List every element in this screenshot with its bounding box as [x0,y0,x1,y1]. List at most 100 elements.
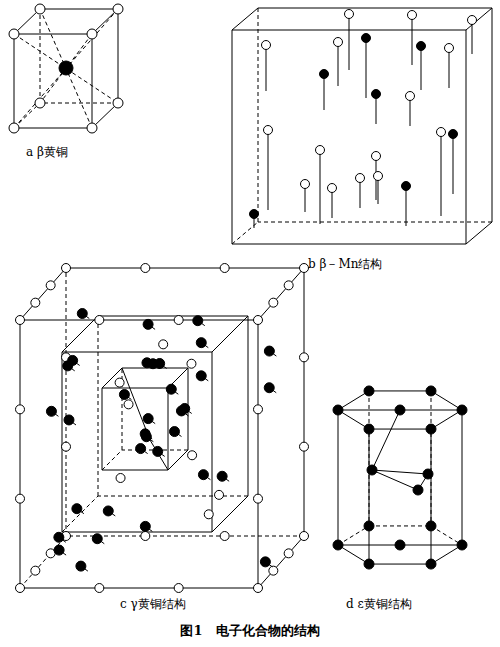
edge-line [20,588,258,589]
white-atom [269,566,278,575]
edge-line [320,150,321,224]
black-atom [54,532,64,542]
white-atom [445,44,454,53]
edge-line [258,8,259,222]
edge-line [62,352,212,353]
black-atom [423,469,433,479]
edge-line [212,352,213,532]
edge-line [98,316,99,496]
black-atom [72,504,82,514]
edge-line [62,352,63,532]
black-atom [193,316,203,326]
edge-line [102,388,168,389]
edge-line [349,14,350,70]
white-atom [115,378,124,387]
edge-line [92,34,93,128]
edge-line [453,134,454,194]
black-atom [140,429,150,439]
white-atom [284,281,293,290]
white-atom [220,264,229,273]
black-atom [417,42,426,51]
edge-line [369,564,431,565]
edge-line [102,470,168,471]
edge-line [14,34,15,128]
black-atom [169,427,179,437]
black-atom [362,34,371,43]
black-atom [46,406,56,416]
edge-line [369,525,431,526]
figure-caption: 图1 电子化合物的结构 [180,624,319,638]
white-atom [46,281,55,290]
white-atom [215,490,224,499]
edge-line [466,30,467,244]
gamma-brass-cell [16,264,309,593]
white-atom [16,405,25,414]
white-atom [300,532,309,541]
black-atom [364,559,374,569]
beta-mn-cell [232,8,492,244]
edge-line [366,38,367,98]
black-atom [426,386,436,396]
white-atom [374,172,383,181]
beta-brass-cell [9,4,123,133]
black-atom [367,465,377,475]
white-atom [159,340,168,349]
white-atom [35,4,45,14]
black-atom [395,540,405,550]
edge-line [20,268,66,320]
white-atom [95,316,104,325]
edge-line [324,74,325,110]
edge-line [304,268,305,536]
black-atom [395,405,405,415]
edge-line [212,316,248,352]
white-atom [187,359,196,368]
epsilon-brass-cell [333,386,467,569]
black-atom [449,130,458,139]
edge-line [466,222,492,244]
white-atom [300,353,309,362]
edge-line [14,34,92,35]
edge-line [232,8,258,30]
edge-line [40,9,118,10]
black-atom [260,557,270,567]
edge-line [40,9,41,103]
edge-line [98,316,248,317]
edge-line [66,268,304,269]
edge-line [472,20,473,54]
edge-line [248,316,249,496]
white-atom [264,126,273,135]
black-atom [333,405,343,415]
white-atom [301,180,310,189]
black-atom [413,485,423,495]
white-atom [437,128,446,137]
edge-line [98,496,248,497]
panel-label: c γ黄铜结构 [120,598,186,611]
black-atom [119,390,129,400]
black-atom [320,70,329,79]
black-atom [148,359,158,369]
edge-line [20,320,258,321]
edge-line [441,132,442,216]
white-atom [16,494,25,503]
edge-line [266,45,267,91]
black-atom [198,470,208,480]
white-atom [220,532,229,541]
edge-line [369,429,431,430]
black-atom [333,540,343,550]
black-atom [426,521,436,531]
white-atom [35,98,45,108]
white-atom [95,584,104,593]
white-atom [124,400,133,409]
white-atom [31,566,40,575]
white-atom [188,451,197,460]
edge-line [258,8,492,9]
edge-line [372,470,418,490]
edge-line [412,15,413,65]
edge-line [258,320,259,588]
edge-line [62,496,98,532]
white-atom [254,494,263,503]
edge-line [66,268,67,536]
white-atom [113,4,123,14]
black-atom [77,309,87,319]
edge-line [462,410,463,545]
